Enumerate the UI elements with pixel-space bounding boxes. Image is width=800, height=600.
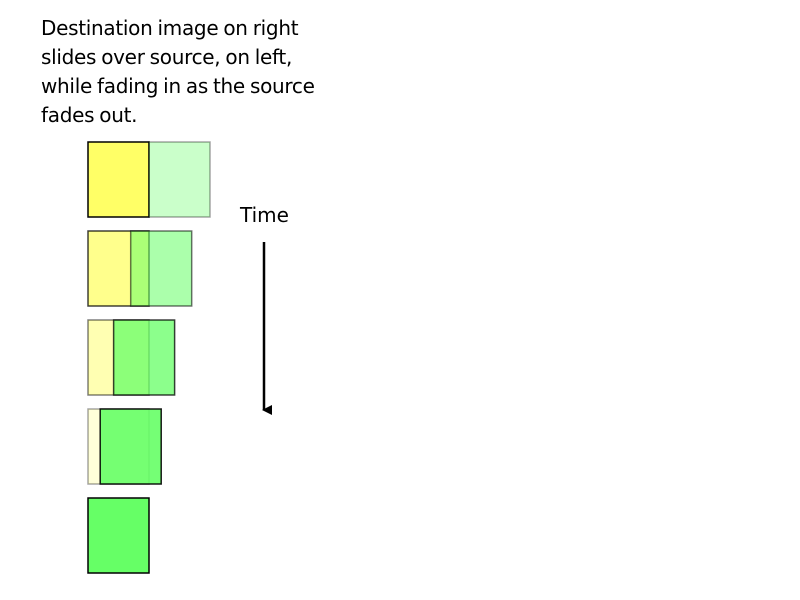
destination-box-2 (129, 230, 193, 307)
source-box-1 (87, 141, 150, 218)
destination-box-1 (148, 141, 211, 218)
frame-4 (87, 408, 162, 485)
caption-line-2: slides over source, on left, (41, 45, 293, 69)
frame-5 (87, 497, 150, 574)
caption-line-3: while fading in as the source (41, 74, 315, 98)
frame-1 (87, 141, 211, 218)
frame-2 (87, 230, 193, 307)
destination-box-5 (87, 497, 150, 574)
caption: Destination image on right slides over s… (41, 14, 341, 130)
destination-box-3 (112, 319, 176, 396)
caption-line-1: Destination image on right (41, 16, 299, 40)
time-label: Time (240, 203, 289, 227)
frame-3 (87, 319, 176, 396)
caption-line-4: fades out. (41, 103, 138, 127)
destination-box-4 (99, 408, 162, 485)
frames-group (87, 141, 211, 574)
